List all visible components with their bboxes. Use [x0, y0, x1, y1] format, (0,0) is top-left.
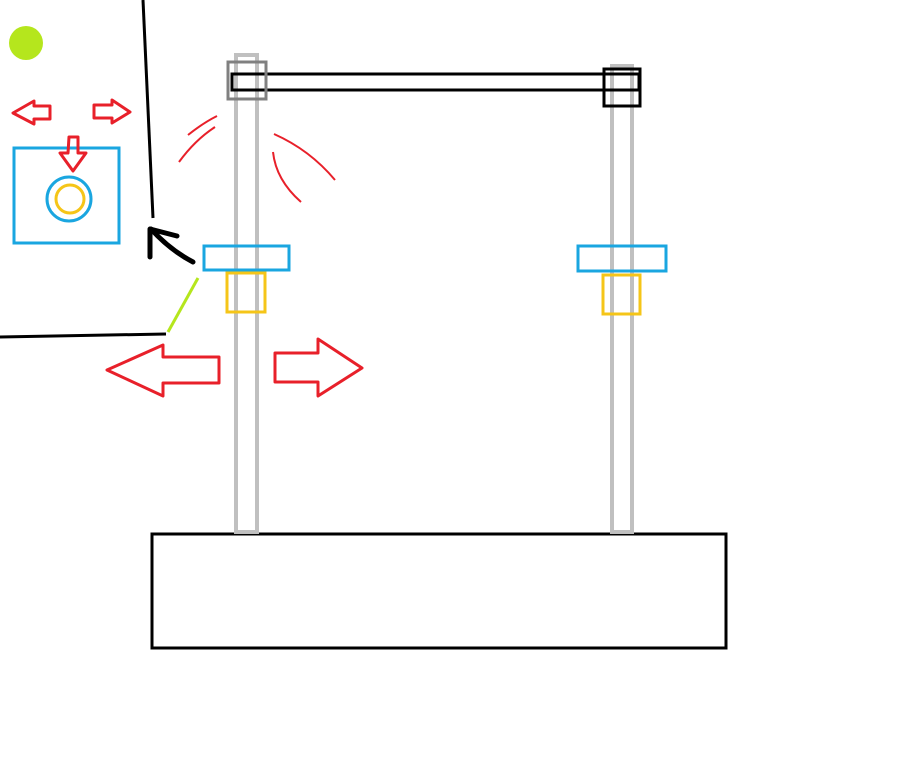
inset-detail-box [12, 146, 121, 245]
motion-line-right-1 [273, 133, 336, 181]
right-vertical-rod [610, 64, 634, 534]
inset-ring-inner [54, 183, 86, 215]
right-rod-cap [602, 67, 642, 108]
left-yellow-clamp [225, 271, 267, 314]
motion-line-right-2 [272, 151, 302, 203]
green-dot [9, 26, 43, 60]
small-right-arrow [92, 98, 132, 125]
motion-line-left-1 [178, 126, 216, 163]
top-crossbar [230, 72, 641, 92]
big-left-arrow [105, 343, 221, 398]
right-blue-slider [576, 244, 668, 273]
leader-line-horizontal [0, 332, 167, 339]
small-left-arrow [11, 99, 52, 126]
inset-ring-outer [45, 175, 93, 223]
motion-line-left-2 [187, 115, 218, 136]
left-vertical-rod [234, 53, 259, 534]
left-blue-slider [202, 244, 291, 272]
right-yellow-clamp [601, 273, 642, 316]
small-down-arrow [58, 135, 88, 173]
big-right-arrow [273, 337, 364, 398]
base-plate [150, 532, 728, 650]
green-pointer-line [166, 277, 200, 333]
left-rod-cap [226, 60, 268, 101]
leader-line-vertical [141, 0, 155, 219]
pointer-arrow-head [147, 226, 180, 260]
